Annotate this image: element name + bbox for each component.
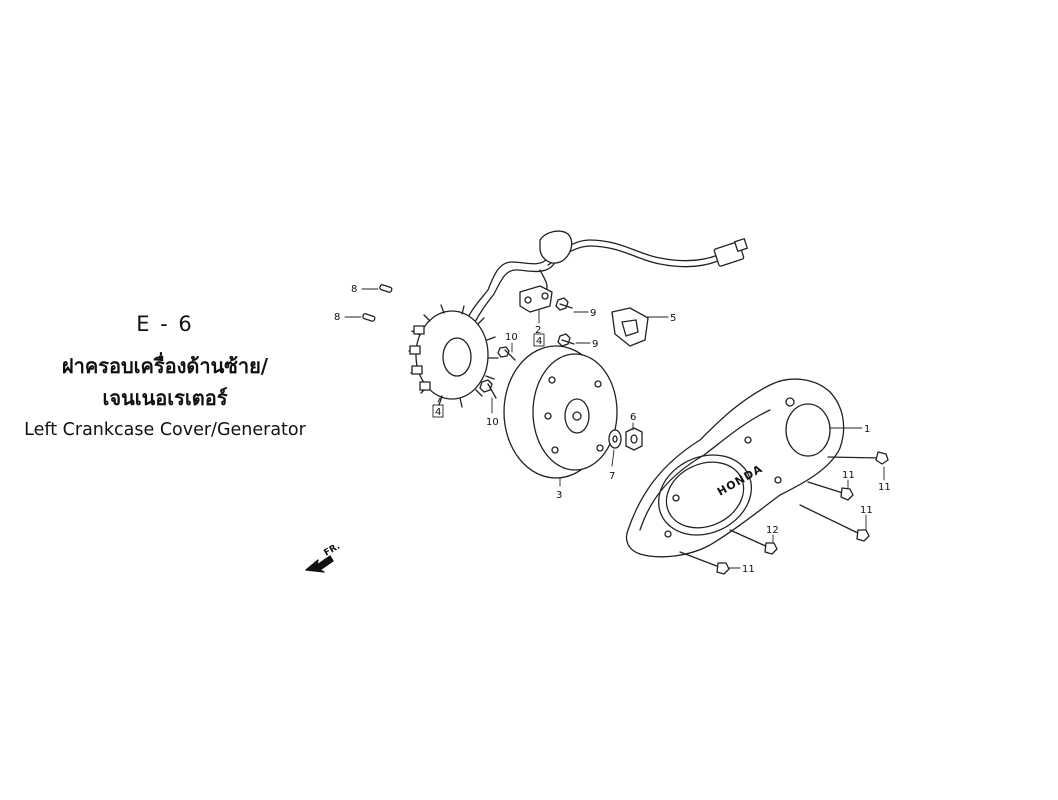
bolt-part xyxy=(827,451,889,465)
pin-part xyxy=(362,313,376,322)
bracket-part xyxy=(611,307,649,347)
bolt-part xyxy=(555,297,573,311)
callout-6: 6 xyxy=(630,412,636,423)
callout-8: 8 xyxy=(351,284,357,295)
washer-part xyxy=(608,429,622,449)
bolt-part xyxy=(729,529,778,555)
callout-2: 2 xyxy=(535,325,541,336)
section-code: E - 6 xyxy=(136,312,194,336)
callout-11: 11 xyxy=(842,470,855,481)
front-arrow-icon xyxy=(305,555,334,573)
callout-11: 11 xyxy=(860,505,873,516)
callout-2-box: 4 xyxy=(536,336,542,347)
wire-harness xyxy=(461,230,748,336)
english-title: Left Crankcase Cover/Generator xyxy=(24,420,306,440)
bolt-part xyxy=(479,379,497,399)
callout-4-box: 4 xyxy=(435,407,441,418)
bolt-part xyxy=(807,481,854,501)
callout-10: 10 xyxy=(486,417,499,428)
callout-8: 8 xyxy=(334,312,340,323)
bolt-part xyxy=(799,504,870,542)
callout-9: 9 xyxy=(590,308,596,319)
diagram-title-block: E - 6 ฝาครอบเครื่องด้านซ้าย/ เจนเนอเรเตอ… xyxy=(0,312,330,440)
thai-title-line-1: ฝาครอบเครื่องด้านซ้าย/ xyxy=(61,354,269,378)
callout-7: 7 xyxy=(609,471,615,482)
callout-3: 3 xyxy=(556,490,562,501)
nut-part xyxy=(625,427,643,451)
left-crankcase-cover-part xyxy=(625,378,845,558)
leader-lines xyxy=(344,288,885,569)
thai-title-line-2: เจนเนอเรเตอร์ xyxy=(102,386,228,410)
front-direction-label: FR. xyxy=(323,542,342,559)
callout-5: 5 xyxy=(670,313,676,324)
callout-11: 11 xyxy=(742,564,755,575)
pin-part xyxy=(379,284,393,293)
callout-11: 11 xyxy=(878,482,891,493)
bolt-part xyxy=(679,551,730,575)
callout-1: 1 xyxy=(864,424,870,435)
callout-boxes xyxy=(432,333,545,418)
flywheel-rotor-part xyxy=(503,345,618,479)
callout-10: 10 xyxy=(505,332,518,343)
callout-9: 9 xyxy=(592,339,598,350)
pulse-generator-part xyxy=(519,285,553,313)
callout-12: 12 xyxy=(766,525,779,536)
bolt-part xyxy=(557,333,575,347)
bolt-part xyxy=(497,346,516,361)
stator-coil-part xyxy=(408,304,499,408)
